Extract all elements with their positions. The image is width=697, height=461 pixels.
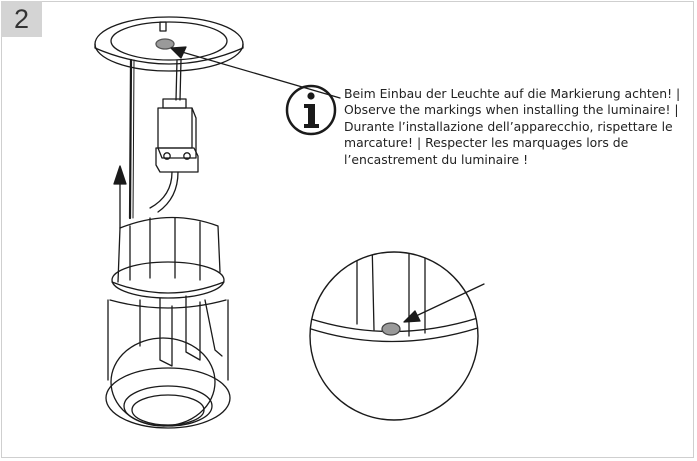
marking-arrow-top xyxy=(170,46,341,99)
insert-up-arrow xyxy=(113,165,127,229)
marking-instruction-text: Beim Einbau der Leuchte auf die Markieru… xyxy=(344,86,681,167)
detail-magnifier xyxy=(309,251,479,421)
hanging-wires xyxy=(128,58,182,220)
driver-box xyxy=(149,98,199,213)
ring-marking-dot xyxy=(155,38,175,50)
ceiling-ring xyxy=(94,16,244,72)
info-circle-icon xyxy=(285,84,337,136)
step-number-badge: 2 xyxy=(1,1,42,37)
luminaire-body xyxy=(105,216,231,429)
marking-arrow-detail xyxy=(403,283,485,323)
